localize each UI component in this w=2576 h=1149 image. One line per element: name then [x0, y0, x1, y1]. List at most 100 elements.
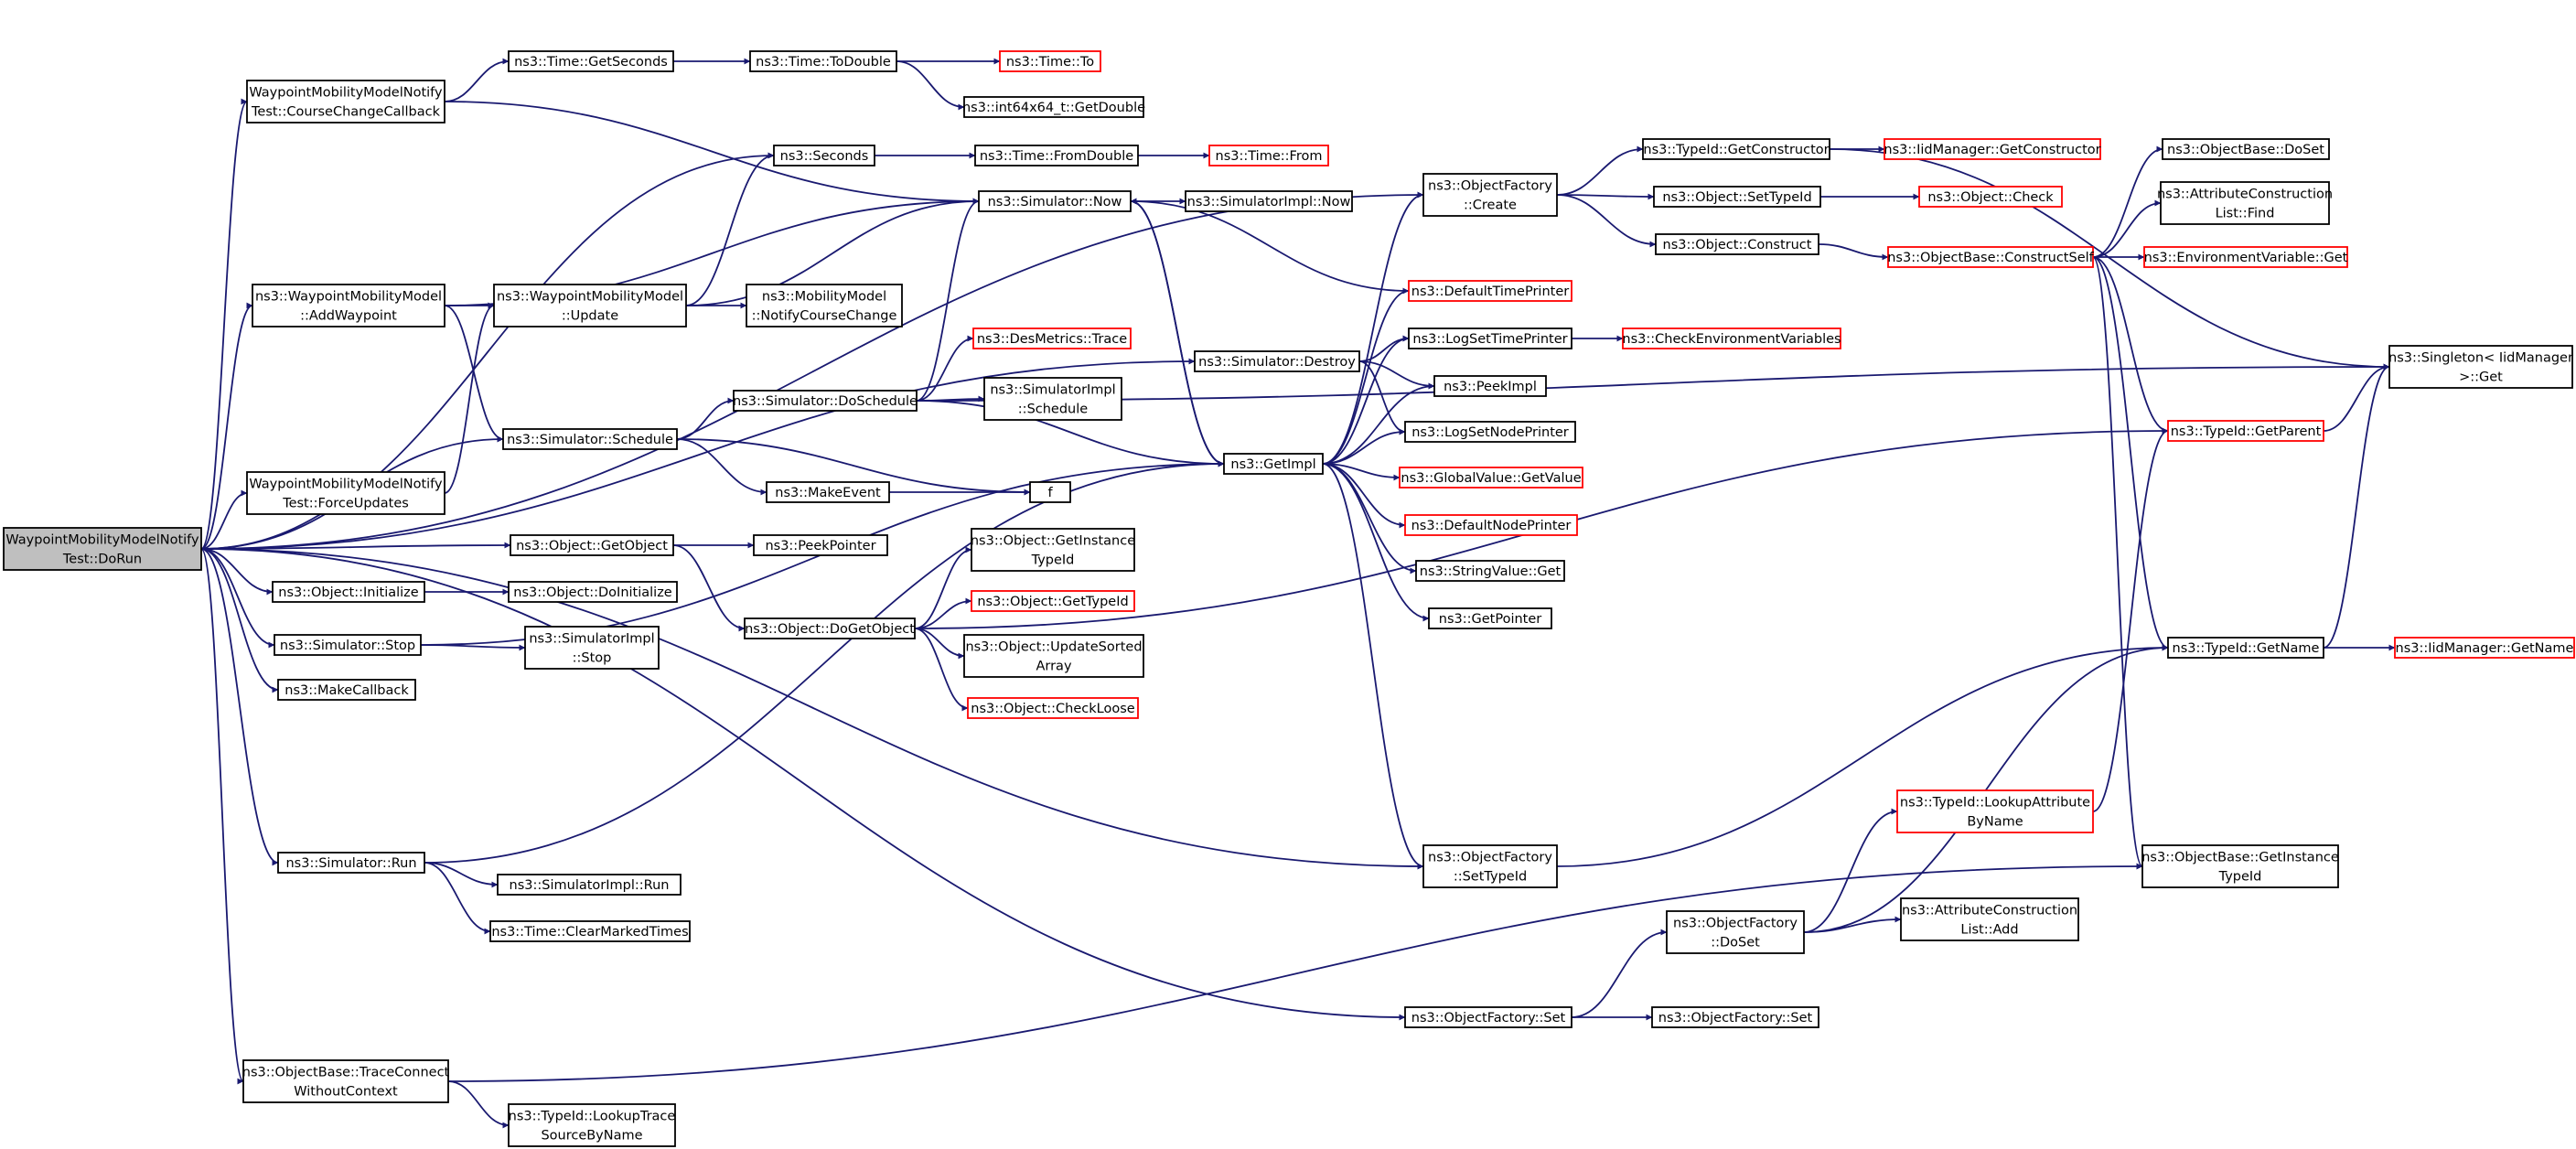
node-makeevent[interactable]: ns3::MakeEvent: [766, 481, 890, 503]
node-getpointer[interactable]: ns3::GetPointer: [1428, 607, 1552, 629]
node-of-set2[interactable]: ns3::ObjectFactory::Set: [1651, 1006, 1819, 1028]
node-label-line: ns3::AttributeConstruction: [1902, 904, 2077, 918]
node-label-line: ns3::Object::UpdateSorted: [965, 640, 1142, 655]
node-label-line: ns3::Object::Check: [1927, 190, 2054, 205]
node-label-line: ns3::LogSetNodePrinter: [1411, 425, 1569, 440]
node-label-line: ::NotifyCourseChange: [752, 309, 897, 324]
node-box: [1194, 350, 1360, 372]
node-force-upd[interactable]: WaypointMobilityModelNotifyTest::ForceUp…: [246, 471, 445, 515]
node-iidmgr-getname[interactable]: ns3::IidManager::GetName: [2394, 637, 2575, 659]
node-label-line: ns3::PeekPointer: [765, 539, 875, 553]
node-simimpl-now[interactable]: ns3::SimulatorImpl::Now: [1185, 190, 1353, 212]
node-envvar-get[interactable]: ns3::EnvironmentVariable::Get: [2143, 246, 2348, 268]
node-seconds[interactable]: ns3::Seconds: [773, 145, 875, 166]
edge-of-settypeid-to-typeid-getname: [1556, 644, 2169, 867]
edge-getimpl-to-defaultnodeprinter: [1322, 463, 1406, 529]
node-defaulttimeprinter[interactable]: ns3::DefaultTimePrinter: [1408, 280, 1572, 302]
node-label-line: List::Add: [1960, 923, 2018, 938]
node-simimpl-schedule[interactable]: ns3::SimulatorImpl::Schedule: [983, 377, 1122, 421]
node-sim-destroy[interactable]: ns3::Simulator::Destroy: [1194, 350, 1360, 372]
node-time-fromdouble[interactable]: ns3::Time::FromDouble: [974, 145, 1139, 166]
node-typeid-getparent[interactable]: ns3::TypeId::GetParent: [2167, 420, 2324, 442]
node-iidmgr-getconstructor[interactable]: ns3::IidManager::GetConstructor: [1884, 138, 2101, 160]
node-objbase-doset[interactable]: ns3::ObjectBase::DoSet: [2162, 138, 2330, 160]
node-getimpl[interactable]: ns3::GetImpl: [1223, 453, 1324, 475]
node-stringvalue-get[interactable]: ns3::StringValue::Get: [1415, 560, 1565, 582]
node-obj-gettypeid[interactable]: ns3::Object::GetTypeId: [971, 590, 1135, 612]
node-box: [1399, 467, 1583, 489]
node-checkenv[interactable]: ns3::CheckEnvironmentVariables: [1622, 328, 1841, 349]
edge-sim-run-to-simimpl-run: [424, 862, 499, 888]
node-box: [967, 697, 1139, 719]
node-box: [246, 471, 445, 515]
node-time-todouble[interactable]: ns3::Time::ToDouble: [749, 50, 897, 72]
node-obj-dogetobject[interactable]: ns3::Object::DoGetObject: [744, 617, 916, 639]
node-sim-run[interactable]: ns3::Simulator::Run: [277, 852, 425, 874]
node-typeid-getconstructor[interactable]: ns3::TypeId::GetConstructor: [1642, 138, 1830, 160]
node-label-line: ns3::Simulator::Schedule: [507, 433, 673, 447]
node-label-line: ns3::MakeCallback: [284, 683, 409, 698]
edge-root-to-obj-initialize: [200, 548, 274, 596]
node-box: [1208, 145, 1329, 166]
edge-root-to-seconds: [200, 152, 775, 550]
node-label-line: ns3::GlobalValue::GetValue: [1401, 471, 1581, 486]
node-obj-check[interactable]: ns3::Object::Check: [1918, 186, 2063, 208]
node-obj-settypeid[interactable]: ns3::Object::SetTypeId: [1653, 186, 1821, 208]
node-of-set[interactable]: ns3::ObjectFactory::Set: [1404, 1006, 1572, 1028]
node-time-to[interactable]: ns3::Time::To: [999, 50, 1101, 72]
edge-force-upd-to-wmm-update: [444, 302, 495, 494]
node-obj-construct[interactable]: ns3::Object::Construct: [1655, 233, 1819, 255]
node-obj-getobject[interactable]: ns3::Object::GetObject: [510, 534, 674, 556]
node-objbase-constructself[interactable]: ns3::ObjectBase::ConstructSelf: [1887, 246, 2095, 268]
node-logsettimeprinter[interactable]: ns3::LogSetTimePrinter: [1408, 328, 1572, 349]
node-of-create[interactable]: ns3::ObjectFactory::Create: [1422, 173, 1558, 217]
node-sim-doschedule[interactable]: ns3::Simulator::DoSchedule: [733, 390, 918, 412]
node-obj-doinitialize[interactable]: ns3::Object::DoInitialize: [508, 581, 678, 603]
node-time-clearmarked[interactable]: ns3::Time::ClearMarkedTimes: [489, 920, 691, 942]
node-wmm-update[interactable]: ns3::WaypointMobilityModel::Update: [493, 284, 687, 328]
edge-root-to-makecallback: [200, 548, 279, 693]
node-mm-notify[interactable]: ns3::MobilityModel::NotifyCourseChange: [746, 284, 903, 328]
edge-sim-doschedule-to-getimpl: [916, 400, 1225, 467]
node-peekimpl[interactable]: ns3::PeekImpl: [1433, 375, 1547, 397]
node-label-line: List::Find: [2216, 207, 2275, 221]
node-box: [1884, 138, 2101, 160]
node-obj-initialize[interactable]: ns3::Object::Initialize: [272, 581, 425, 603]
edge-root-to-of-settypeid: [200, 548, 1424, 870]
node-sim-stop[interactable]: ns3::Simulator::Stop: [274, 634, 422, 656]
node-defaultnodeprinter[interactable]: ns3::DefaultNodePrinter: [1404, 514, 1578, 536]
node-simimpl-run[interactable]: ns3::SimulatorImpl::Run: [497, 874, 682, 896]
node-box: [733, 390, 918, 412]
node-sim-now[interactable]: ns3::Simulator::Now: [978, 190, 1132, 212]
node-wmm-addwp[interactable]: ns3::WaypointMobilityModel::AddWaypoint: [252, 284, 445, 328]
node-f[interactable]: f: [1029, 481, 1071, 503]
node-singleton-get[interactable]: ns3::Singleton< IidManager >::Get: [2388, 345, 2573, 389]
node-box: [1666, 910, 1805, 954]
node-logsetnodeprinter[interactable]: ns3::LogSetNodePrinter: [1404, 421, 1576, 443]
node-peekpointer[interactable]: ns3::PeekPointer: [753, 534, 888, 556]
node-typeid-getname[interactable]: ns3::TypeId::GetName: [2167, 637, 2324, 659]
node-simimpl-stop[interactable]: ns3::SimulatorImpl::Stop: [524, 626, 660, 670]
node-of-doset[interactable]: ns3::ObjectFactory::DoSet: [1666, 910, 1805, 954]
node-desmetrics[interactable]: ns3::DesMetrics::Trace: [972, 328, 1132, 349]
node-int64-getdouble[interactable]: ns3::int64x64_t::GetDouble: [962, 96, 1145, 118]
node-objbase-traceconnect[interactable]: ns3::ObjectBase::TraceConnectWithoutCont…: [242, 1059, 450, 1103]
node-obj-checkloose[interactable]: ns3::Object::CheckLoose: [967, 697, 1139, 719]
node-time-getseconds[interactable]: ns3::Time::GetSeconds: [508, 50, 674, 72]
node-globalvalue-get[interactable]: ns3::GlobalValue::GetValue: [1399, 467, 1583, 489]
node-of-settypeid[interactable]: ns3::ObjectFactory::SetTypeId: [1422, 844, 1558, 888]
node-time-from[interactable]: ns3::Time::From: [1208, 145, 1329, 166]
node-label-line: ns3::SimulatorImpl: [529, 632, 654, 647]
node-sim-schedule[interactable]: ns3::Simulator::Schedule: [502, 428, 678, 450]
node-label-line: ns3::GetPointer: [1439, 612, 1542, 627]
node-makecallback[interactable]: ns3::MakeCallback: [277, 679, 416, 701]
node-cc-cb[interactable]: WaypointMobilityModelNotifyTest::CourseC…: [246, 80, 445, 123]
